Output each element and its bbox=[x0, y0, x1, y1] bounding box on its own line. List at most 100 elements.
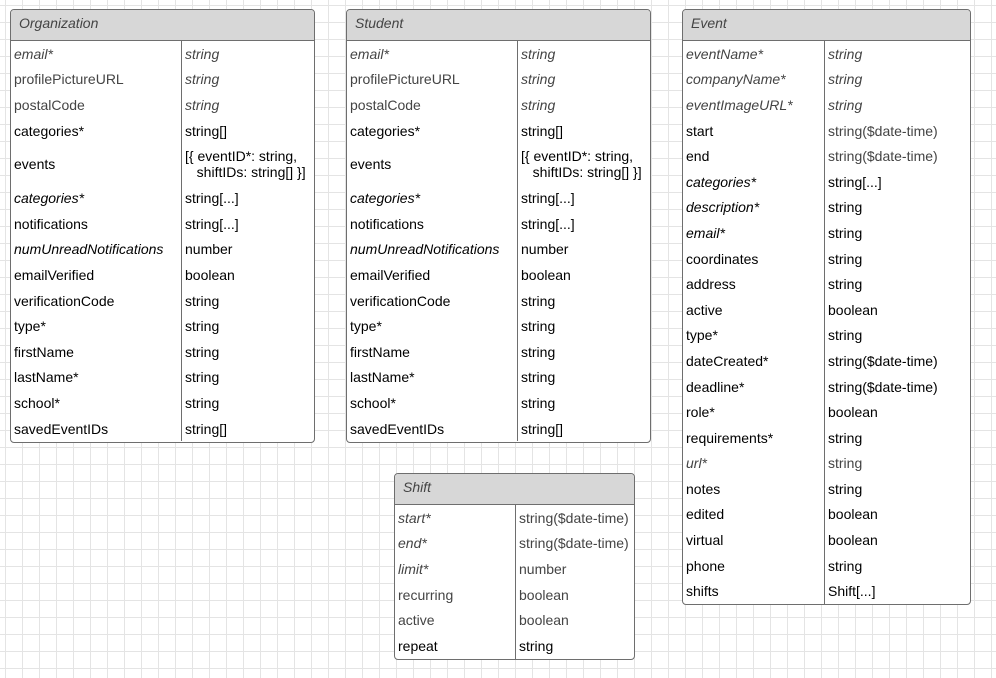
field-name: description* bbox=[686, 199, 760, 216]
field-row[interactable]: eventName*string bbox=[683, 41, 970, 67]
field-row[interactable]: categories*string[...] bbox=[683, 169, 970, 195]
field-type: string bbox=[521, 96, 556, 113]
field-type: string[...] bbox=[521, 190, 575, 207]
field-name: limit* bbox=[398, 560, 429, 577]
field-name: deadline* bbox=[686, 378, 745, 395]
field-row[interactable]: school*string bbox=[347, 390, 650, 416]
field-row[interactable]: companyName*string bbox=[683, 67, 970, 93]
field-type: string bbox=[185, 394, 220, 411]
field-type: string($date-time) bbox=[828, 352, 938, 369]
field-row[interactable]: events[{ eventID*: string, shiftIDs: str… bbox=[11, 143, 314, 185]
field-type: string bbox=[521, 318, 556, 335]
field-name: start* bbox=[398, 509, 431, 526]
field-type: boolean bbox=[828, 404, 878, 421]
field-type: boolean bbox=[828, 301, 878, 318]
field-name: numUnreadNotifications bbox=[14, 241, 164, 258]
field-name: firstName bbox=[14, 343, 74, 360]
field-row[interactable]: email* string bbox=[683, 220, 970, 246]
field-row[interactable]: type*string bbox=[347, 313, 650, 339]
field-name: emailVerified bbox=[350, 266, 431, 283]
entity-fields: start*string($date-time)end*string($date… bbox=[395, 505, 634, 659]
field-name: email* bbox=[686, 224, 725, 241]
field-row[interactable]: lastName*string bbox=[347, 365, 650, 391]
field-row[interactable]: address string bbox=[683, 271, 970, 297]
field-row[interactable]: limit* number bbox=[395, 556, 634, 582]
field-type: string bbox=[185, 369, 220, 386]
field-name: address bbox=[686, 276, 736, 293]
field-row[interactable]: categories*string[] bbox=[11, 118, 314, 144]
field-type: string bbox=[828, 557, 863, 574]
field-row[interactable]: dateCreated* string($date-time) bbox=[683, 348, 970, 374]
field-type: string[...] bbox=[828, 173, 882, 190]
field-row[interactable]: start*string($date-time) bbox=[395, 505, 634, 531]
field-name: postalCode bbox=[14, 96, 85, 113]
field-name: events bbox=[350, 156, 392, 173]
field-type: string bbox=[521, 71, 556, 88]
entity-shift[interactable]: Shift start*string($date-time)end*string… bbox=[394, 473, 635, 660]
field-row[interactable]: email*string bbox=[347, 41, 650, 67]
field-type: string bbox=[828, 276, 863, 293]
field-name: savedEventIDs bbox=[14, 420, 109, 437]
field-row[interactable]: categories*string[...] bbox=[347, 185, 650, 211]
field-row[interactable]: type*string bbox=[11, 313, 314, 339]
entity-title: Event bbox=[683, 10, 970, 41]
field-row[interactable]: school*string bbox=[11, 390, 314, 416]
field-row[interactable]: type*string bbox=[683, 323, 970, 349]
field-row[interactable]: role*boolean bbox=[683, 399, 970, 425]
field-type: string bbox=[521, 369, 556, 386]
field-type: string bbox=[828, 455, 863, 472]
field-row[interactable]: deadline*string($date-time) bbox=[683, 374, 970, 400]
field-name: url* bbox=[686, 455, 708, 472]
field-type: string bbox=[519, 637, 554, 654]
field-type: string bbox=[828, 224, 863, 241]
field-row[interactable]: requirements*string bbox=[683, 425, 970, 451]
field-type: boolean bbox=[521, 266, 571, 283]
field-name: categories* bbox=[14, 122, 85, 139]
field-row[interactable]: end*string($date-time) bbox=[395, 531, 634, 557]
field-name: end bbox=[686, 148, 710, 165]
field-row[interactable]: lastName*string bbox=[11, 365, 314, 391]
field-name: requirements* bbox=[686, 429, 774, 446]
field-row[interactable]: events[{ eventID*: string, shiftIDs: str… bbox=[347, 143, 650, 185]
field-row[interactable]: categories*string[] bbox=[347, 118, 650, 144]
field-row[interactable]: eventImageURL*string bbox=[683, 92, 970, 118]
field-row[interactable]: url* string bbox=[683, 451, 970, 477]
field-row[interactable]: emailVerified boolean bbox=[347, 262, 650, 288]
field-name: dateCreated* bbox=[686, 352, 769, 369]
field-row[interactable]: email*string bbox=[11, 41, 314, 67]
field-row[interactable]: description*string bbox=[683, 195, 970, 221]
field-row[interactable]: categories*string[...] bbox=[11, 185, 314, 211]
field-type: number bbox=[519, 560, 567, 577]
